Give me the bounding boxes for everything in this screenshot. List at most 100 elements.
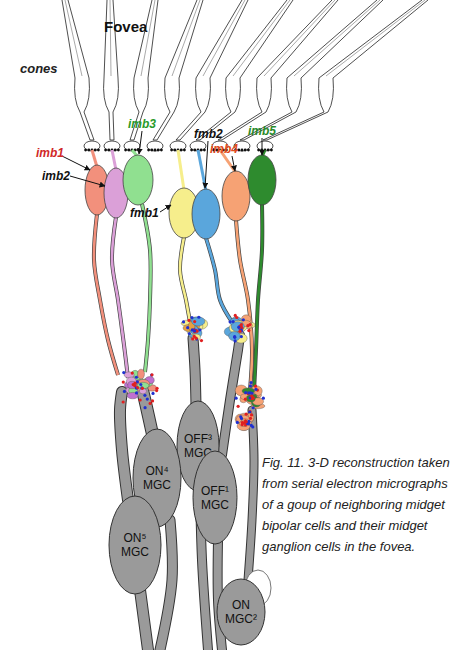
- synapse-dot: [84, 149, 87, 152]
- ribbon-dot: [248, 410, 251, 413]
- synapse-dot: [127, 149, 130, 152]
- cell-label: imb3: [128, 117, 156, 131]
- ganglion-process: [120, 392, 128, 500]
- ribbon-dot: [245, 413, 248, 416]
- ribbon-dot: [252, 406, 255, 409]
- cell-body: [217, 579, 265, 645]
- ribbon-dot: [194, 337, 197, 340]
- cone-outline: [62, 0, 94, 140]
- bipolar-cell-body: [222, 171, 250, 221]
- outer-segment-line: [326, 0, 425, 76]
- bipolar-cell-body: [123, 155, 153, 205]
- leader-arrow: [232, 156, 235, 171]
- ribbon-dot: [133, 382, 136, 385]
- ribbon-dot: [187, 319, 190, 322]
- cone-outline: [218, 0, 338, 140]
- ribbon-dot: [240, 335, 243, 338]
- cell-body: [193, 451, 237, 544]
- ribbon-dot: [150, 373, 153, 376]
- cell-name: ON MGC²: [221, 598, 261, 626]
- synapse-dot: [247, 149, 250, 152]
- synapse-dot: [154, 149, 157, 152]
- synapse-dot: [117, 149, 120, 152]
- ganglion-process: [160, 520, 172, 650]
- axon-terminal: [237, 422, 250, 431]
- bipolar-axon: [254, 204, 262, 392]
- ribbon-dot: [149, 402, 152, 405]
- ribbon-dot: [233, 336, 236, 339]
- ribbon-dot: [139, 398, 142, 401]
- layer-label: cones: [20, 62, 58, 76]
- ganglion-process: [193, 338, 196, 405]
- ribbon-dot: [122, 371, 125, 374]
- synapse-dot: [124, 149, 127, 152]
- bipolar-dendrite: [178, 150, 184, 190]
- ribbon-dot: [193, 329, 196, 332]
- bipolar-axon-outline: [142, 204, 151, 372]
- synapse-dot: [193, 149, 196, 152]
- ribbon-dot: [141, 387, 144, 390]
- synapse-dot: [241, 149, 244, 152]
- region-label: Fovea: [104, 20, 147, 34]
- bipolar-axon: [180, 237, 190, 322]
- ribbon-dot: [236, 421, 239, 424]
- cell-body: [109, 496, 161, 594]
- cell-label: imb2: [42, 169, 70, 183]
- synapse-dot: [173, 149, 176, 152]
- process-outline: [248, 410, 254, 580]
- synapse-dot: [147, 149, 150, 152]
- ribbon-dot: [139, 383, 142, 386]
- bipolar-axon-outline: [254, 204, 262, 392]
- ribbon-dot: [190, 316, 193, 319]
- process-outline: [142, 388, 152, 432]
- ribbon-dot: [146, 397, 149, 400]
- axon-terminal: [231, 322, 244, 332]
- cell-label: fmb2: [194, 127, 223, 141]
- synapse-dot: [160, 149, 163, 152]
- ganglion-cell: OFF¹ MGC: [192, 450, 238, 545]
- ribbon-dot: [242, 318, 245, 321]
- ribbon-dot: [239, 415, 242, 418]
- ribbon-dot: [150, 373, 153, 376]
- ribbon-dot: [131, 371, 134, 374]
- bipolar-dendrite: [92, 150, 97, 167]
- ganglion-processes: [120, 335, 271, 650]
- ribbon-dot: [254, 388, 257, 391]
- ganglion-process: [142, 388, 152, 432]
- axon-terminal: [137, 379, 150, 388]
- axon-terminal: [124, 372, 134, 378]
- cone-pedicle: [147, 141, 163, 151]
- ribbon-dot: [238, 330, 241, 333]
- outer-segment-line: [65, 0, 82, 76]
- synapse-dot: [104, 149, 107, 152]
- ribbon-dot: [193, 330, 196, 333]
- leader-arrow: [160, 205, 171, 212]
- outer-segment-line: [264, 0, 335, 76]
- ribbon-dot: [247, 391, 250, 394]
- ribbon-dot: [234, 339, 237, 342]
- ribbon-dot: [237, 405, 240, 408]
- ribbon-dot: [135, 391, 138, 394]
- ribbon-dot: [198, 328, 201, 331]
- ribbon-dot: [151, 392, 154, 395]
- outer-segment-line: [110, 0, 111, 76]
- ribbon-dot: [182, 320, 185, 323]
- cell-label: imb4: [210, 142, 238, 156]
- synapse-dot: [97, 149, 100, 152]
- ribbon-dot: [250, 392, 253, 395]
- ribbon-dot: [262, 397, 265, 400]
- ribbon-dot: [233, 335, 236, 338]
- axon-terminal: [236, 415, 250, 423]
- ribbon-dot: [249, 381, 252, 384]
- leader-arrow: [139, 131, 142, 154]
- ribbon-dot: [235, 397, 238, 400]
- bipolar-axon-outline: [206, 238, 232, 322]
- ribbon-dot: [151, 399, 154, 402]
- ribbon-dot: [140, 386, 143, 389]
- bipolar-axon-outline: [236, 220, 252, 390]
- synapse-dot: [267, 149, 270, 152]
- ribbon-dot: [249, 384, 252, 387]
- cone-layer: [62, 0, 428, 151]
- ribbon-dot: [122, 400, 125, 403]
- ribbon-dot: [136, 386, 139, 389]
